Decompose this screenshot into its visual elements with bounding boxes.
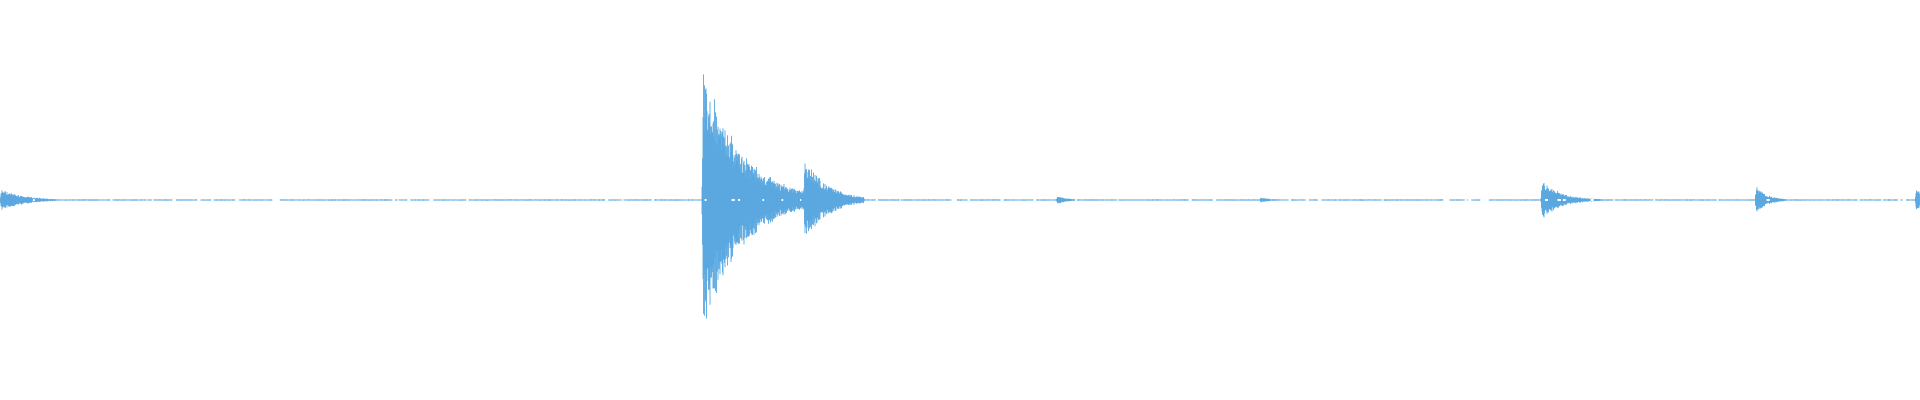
waveform-gap (954, 199, 957, 201)
waveform-gap (1767, 199, 1769, 201)
waveform-gap (1305, 199, 1309, 201)
waveform-gap (1613, 199, 1615, 201)
waveform-gap (1545, 199, 1548, 201)
waveform-gap (275, 199, 280, 201)
waveform-gap (1881, 199, 1884, 201)
waveform-gap (1000, 199, 1004, 201)
waveform-gap (967, 199, 970, 201)
waveform-gap (1716, 199, 1719, 201)
waveform-gap (605, 199, 608, 201)
waveform-gap (211, 199, 214, 201)
waveform-gap (951, 199, 955, 201)
waveform-gap (1317, 199, 1322, 201)
waveform-gap (899, 199, 901, 201)
waveform-gap (110, 199, 113, 201)
waveform-gap (1562, 199, 1566, 201)
waveform-gap (172, 199, 176, 201)
waveform-gap (1486, 199, 1489, 201)
waveform-gap (197, 199, 201, 201)
waveform-gap (1288, 199, 1291, 201)
waveform-gap (762, 199, 765, 201)
waveform-gap (1467, 199, 1472, 201)
waveform-gap (1188, 199, 1192, 201)
waveform-gap (392, 199, 395, 201)
waveform-gap (1590, 199, 1594, 201)
waveform-gap (407, 199, 411, 201)
waveform-gap (146, 199, 148, 201)
waveform-gap (1653, 199, 1656, 201)
waveform-gap (466, 199, 469, 201)
waveform-gap (1213, 199, 1217, 201)
waveform-gap (1445, 199, 1450, 201)
waveform-gap (429, 199, 434, 201)
waveform-gap (235, 199, 239, 201)
waveform-gap (1857, 199, 1860, 201)
waveform-gap (738, 199, 741, 201)
waveform-gap (800, 199, 802, 201)
waveform-gap (1484, 199, 1488, 201)
waveform-gap (875, 199, 878, 201)
waveform-gap (1075, 199, 1078, 201)
waveform-gap (621, 199, 624, 201)
waveform-gap (651, 199, 655, 201)
waveform-gap (1464, 199, 1467, 201)
waveform-gap (397, 199, 400, 201)
waveform-gap (1557, 199, 1561, 201)
waveform-gap (1897, 199, 1901, 201)
waveform-gap (781, 199, 784, 201)
waveform-gap (1117, 199, 1119, 201)
waveform-gap (731, 199, 735, 201)
waveform-gap (1480, 199, 1484, 201)
waveform-gap (32, 199, 35, 201)
waveform-signal (0, 74, 1920, 319)
waveform-gap (1381, 199, 1384, 201)
waveform-gap (1902, 199, 1907, 201)
waveform-gap (151, 199, 154, 201)
waveform-gap (1033, 199, 1037, 201)
waveform-gap (704, 199, 707, 201)
waveform-gap (1443, 199, 1446, 201)
waveform-gap (272, 199, 277, 201)
